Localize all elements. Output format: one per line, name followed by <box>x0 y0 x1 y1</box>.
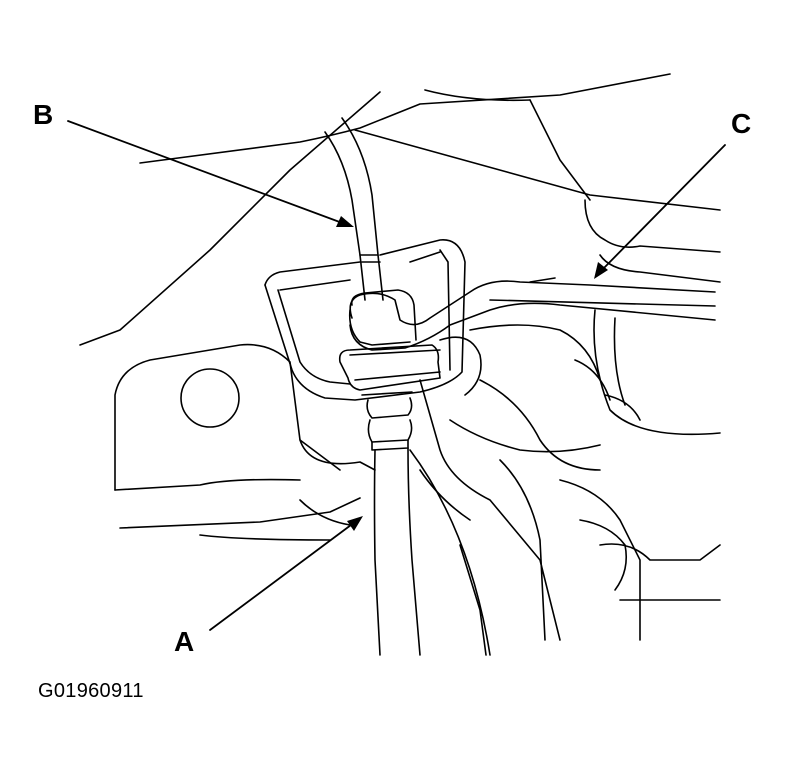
brake-pipe <box>324 117 384 301</box>
arrowhead-c <box>594 262 608 279</box>
hose-fitting <box>338 289 441 451</box>
callout-label-b: B <box>33 99 54 130</box>
arrowhead-b <box>336 216 354 227</box>
bolt-hole <box>180 368 240 428</box>
callout-label-c: C <box>731 108 752 139</box>
callout-label-a: A <box>174 626 195 657</box>
figure-code: G01960911 <box>38 680 144 702</box>
flexible-hose <box>373 447 491 656</box>
suspension-components <box>299 324 721 641</box>
flare-nut-wrench <box>349 277 716 351</box>
arrowhead-a <box>347 516 363 531</box>
leader-line-c <box>599 144 726 273</box>
leader-line-a <box>209 521 356 631</box>
leader-line-b <box>67 120 346 225</box>
chassis-background <box>79 73 721 436</box>
hose-bracket <box>264 239 466 401</box>
mounting-plate-left <box>114 343 376 541</box>
callout-arrows <box>67 120 726 631</box>
